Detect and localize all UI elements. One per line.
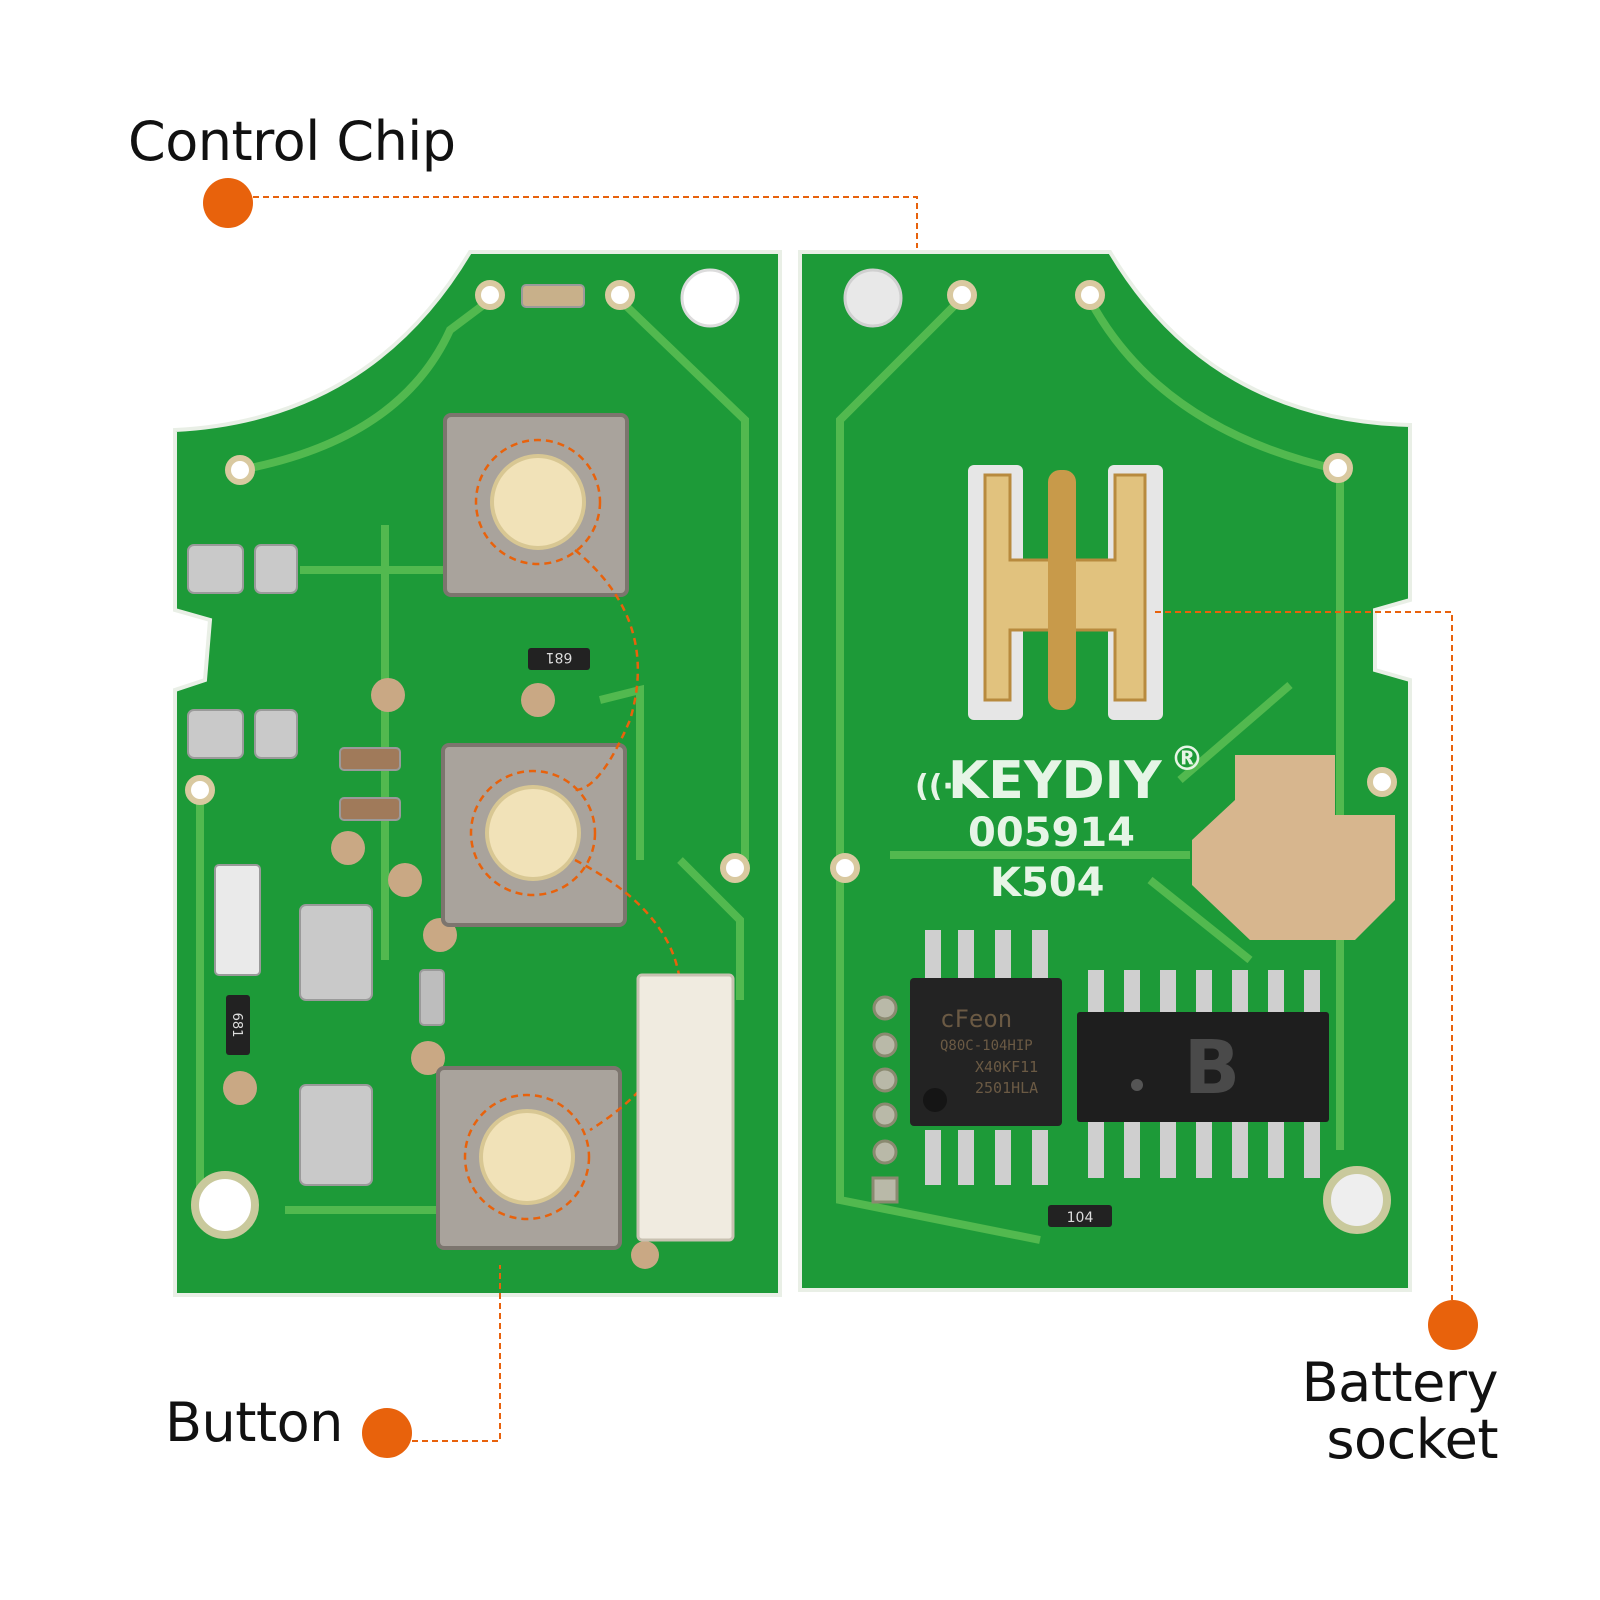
tactile-button-1: [443, 413, 629, 597]
programming-header: [871, 995, 899, 1204]
tactile-buttons: [436, 413, 629, 1250]
pin-header-connector: [636, 973, 735, 1242]
battery-socket-leader: [1155, 611, 1453, 1300]
model-number: K504: [990, 860, 1105, 906]
button-label: Button: [165, 1391, 343, 1454]
memory-chip-date: 2501HLA: [975, 1079, 1038, 1097]
smd-pads: [187, 284, 585, 1186]
control-chip: [1077, 970, 1329, 1178]
left-traces: [196, 296, 749, 1214]
mounting-holes: [191, 268, 1391, 1239]
brand-logo: KEYDIY: [948, 751, 1163, 811]
resistor-label-b: 681: [229, 1013, 244, 1038]
resistor-104: [1048, 1205, 1112, 1227]
memory-chip-brand: cFeon: [940, 1005, 1012, 1033]
memory-chip: [910, 930, 1062, 1185]
memory-chip-lot: X40KF11: [975, 1058, 1038, 1076]
battery-socket-label-line1: Battery: [1301, 1351, 1499, 1414]
right-traces: [836, 297, 1344, 1244]
registered-mark: ®: [1170, 739, 1204, 779]
resistor-681-b: [226, 995, 250, 1055]
vias: [185, 280, 1397, 883]
battery-socket-label: Battery socket: [1301, 1351, 1499, 1471]
callout-lines: [253, 196, 1453, 1442]
control-chip-label: Control Chip: [128, 110, 456, 173]
battery-socket-marker: [1428, 1300, 1478, 1350]
memory-chip-part: Q80C-104HIP: [940, 1038, 1033, 1054]
button-marker: [362, 1408, 412, 1458]
resistor-label-a: 681: [546, 649, 573, 665]
battery-socket-label-line2: socket: [1326, 1407, 1498, 1471]
test-pads: [223, 678, 659, 1269]
control-chip-leader: [253, 196, 918, 248]
resistor-681-a: [528, 648, 590, 670]
battery-socket: [968, 465, 1163, 720]
copper-pad: [1192, 755, 1395, 940]
serial-number: 005914: [968, 810, 1135, 856]
button-leader: [412, 1265, 501, 1442]
resistor-label-c: 104: [1067, 1210, 1094, 1226]
wireless-icon: ((·: [915, 769, 954, 804]
control-chip-mark: B: [1184, 1025, 1240, 1111]
control-chip-marker: [203, 178, 253, 228]
